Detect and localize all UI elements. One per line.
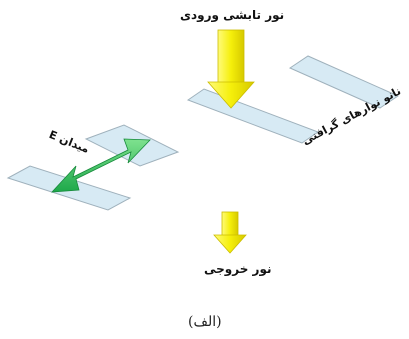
output-light-label: نور خروجی bbox=[204, 262, 272, 276]
figure-caption: (الف) bbox=[188, 314, 222, 330]
ribbon-upper-right bbox=[288, 55, 400, 109]
incident-light-label: نور تابشی ورودی bbox=[180, 8, 285, 22]
incident-light-arrow bbox=[207, 29, 255, 109]
output-light-arrow bbox=[213, 211, 247, 254]
ribbon-middle bbox=[186, 88, 320, 144]
e-field-arrow bbox=[51, 138, 151, 193]
